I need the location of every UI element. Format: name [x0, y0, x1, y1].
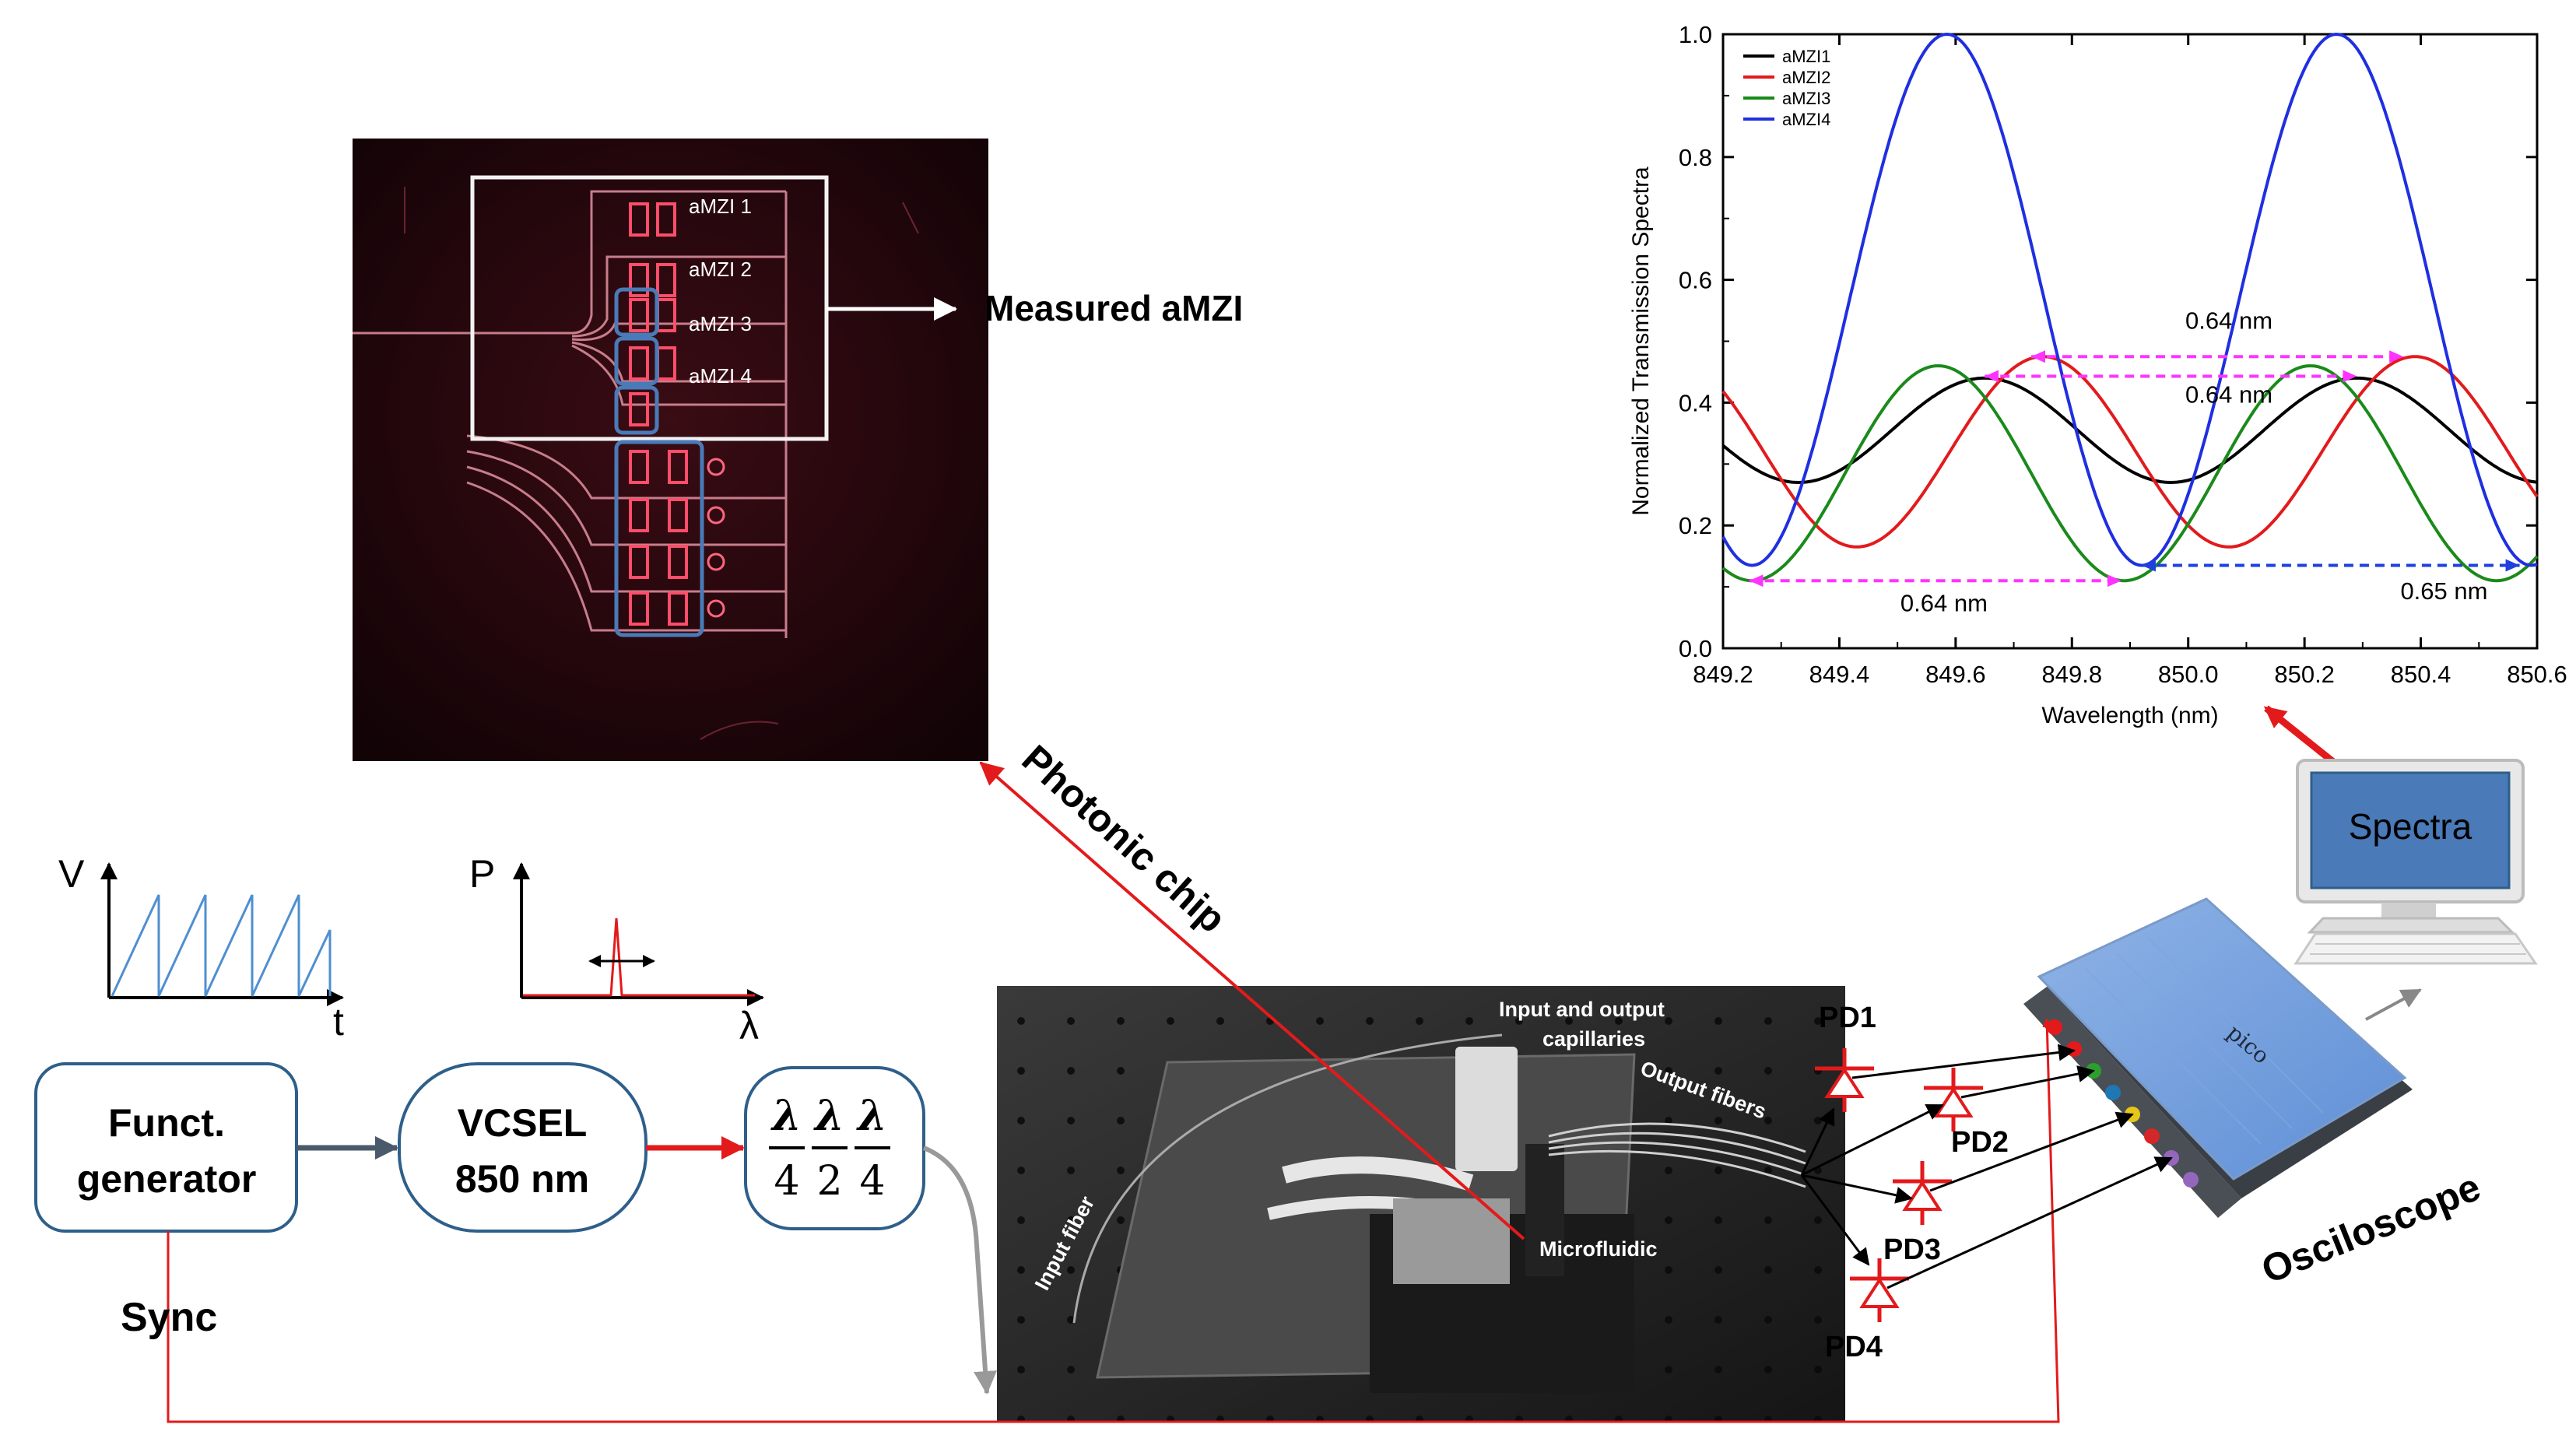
x-tick-label: 849.8: [2041, 661, 2102, 688]
fsr-annotation: 0.65 nm: [2400, 577, 2487, 605]
y-tick-label: 0.8: [1679, 144, 1712, 171]
vcsel-box: [398, 1062, 648, 1233]
svg-text:4: 4: [859, 1158, 885, 1205]
svg-text:P: P: [469, 852, 495, 896]
amzi1-label: aMZI 1: [689, 195, 752, 218]
function-generator-box: [34, 1062, 298, 1233]
chip-location-arrow: [979, 761, 1525, 1240]
series-line-aMZI3: [1721, 364, 2539, 583]
pd1-label: PD1: [1819, 1002, 1876, 1034]
funct-label-2: generator: [77, 1157, 257, 1201]
vcsel-label-1: VCSEL: [458, 1101, 588, 1145]
photodiode-triangle: [1933, 1086, 1974, 1117]
pd4-label: PD4: [1825, 1331, 1883, 1363]
x-axis-label: Wavelength (nm): [2041, 703, 2218, 728]
pd-to-scope-arrow: [1929, 1111, 2134, 1192]
funct-label-1: Funct.: [108, 1101, 225, 1145]
sync-label: Sync: [121, 1295, 217, 1340]
svg-text:V: V: [58, 852, 85, 896]
amzi2-label: aMZI 2: [689, 258, 752, 281]
photonic-chip-label: Photonic chip: [1014, 737, 1234, 942]
laser-spectrum-plot: P λ: [469, 852, 764, 1047]
legend-label: aMZI4: [1782, 110, 1830, 129]
series-line-aMZI4: [1721, 32, 2538, 567]
photodiodes: [1800, 1044, 2173, 1322]
x-tick-label: 850.4: [2391, 661, 2451, 688]
x-tick-label: 849.6: [1925, 661, 1986, 688]
svg-text:2: 2: [816, 1158, 842, 1205]
sync-line: [167, 1018, 2060, 1423]
transmission-chart: 849.2 849.4 849.6 849.8 850.0 850.2 850.4 850.6…: [1628, 21, 2567, 728]
pd-to-scope-arrow: [1851, 1044, 2076, 1079]
amzi3-label: aMZI 3: [689, 312, 752, 335]
x-tick-label: 850.6: [2507, 661, 2567, 688]
svg-text:4: 4: [774, 1158, 799, 1205]
x-tick-label: 849.4: [1809, 661, 1870, 688]
x-tick-label: 850.0: [2158, 661, 2219, 688]
svg-text:λ: λ: [813, 1090, 844, 1140]
svg-text:λ: λ: [739, 1004, 759, 1047]
fiber-to-pd-arrow: [1801, 1103, 1944, 1177]
pd2-label: PD2: [1951, 1126, 2009, 1159]
photonic-chip-micrograph: aMZI 1 aMZI 2 aMZI 3 aMZI 4: [353, 139, 988, 761]
series-line-aMZI1: [1721, 376, 2538, 485]
svg-text:λ: λ: [856, 1090, 887, 1140]
chart-legend: aMZI1 aMZI2 aMZI3 aMZI4: [1743, 47, 1830, 129]
vcsel-label-2: 850 nm: [455, 1157, 589, 1201]
setup-photo: Input and output capillaries Output fibe…: [997, 986, 1845, 1422]
legend-label: aMZI3: [1782, 89, 1830, 108]
y-axis-label: Normalized Transmission Spectra: [1628, 167, 1654, 516]
x-tick-label: 849.2: [1693, 661, 1753, 688]
svg-text:t: t: [333, 1000, 344, 1044]
capillaries-label-1: Input and output: [1499, 998, 1665, 1021]
capillaries-label-2: capillaries: [1542, 1027, 1645, 1051]
photodiode-triangle: [1824, 1067, 1865, 1098]
oscilloscope-label: Osciloscope: [2255, 1165, 2487, 1292]
legend-label: aMZI1: [1782, 47, 1830, 66]
fsr-annotation: 0.64 nm: [2185, 381, 2272, 408]
pd-to-scope-arrow: [1960, 1065, 2095, 1099]
fsr-annotation: 0.64 nm: [2185, 307, 2272, 335]
pd3-label: PD3: [1883, 1233, 1941, 1266]
plot-area: [1721, 33, 2539, 650]
legend-label: aMZI2: [1782, 68, 1830, 87]
computer-icon: Spectra: [2293, 759, 2538, 965]
y-tick-label: 0.0: [1679, 635, 1712, 662]
y-tick-label: 1.0: [1679, 21, 1712, 48]
photodiode-triangle: [1902, 1180, 1943, 1211]
microfluidic-label: Microfluidic: [1539, 1237, 1658, 1261]
waveplate-to-chip-fiber: [922, 1146, 998, 1395]
photodiode-triangle: [1859, 1277, 1900, 1308]
waveplate-fractions: λ λ λ 4 2 4: [769, 1090, 890, 1205]
svg-text:λ: λ: [770, 1090, 802, 1140]
pd-to-scope-arrow: [1886, 1156, 2173, 1289]
fiber-to-pd-arrow: [1800, 1107, 1835, 1176]
fiber-to-pd-arrow: [1801, 1174, 1913, 1204]
x-tick-label: 850.2: [2274, 661, 2335, 688]
spectra-screen-label: Spectra: [2349, 806, 2472, 847]
scope-to-computer-arrow: [2365, 988, 2422, 1021]
oscilloscope-device: pico: [2023, 897, 2413, 1218]
y-tick-label: 0.2: [1679, 512, 1712, 539]
measured-amzi-label: Measured aMZI: [984, 288, 1243, 328]
fsr-annotation: 0.64 nm: [1900, 590, 1988, 617]
y-tick-label: 0.6: [1679, 267, 1712, 294]
y-tick-label: 0.4: [1679, 389, 1712, 416]
sawtooth-voltage-plot: V t: [58, 852, 344, 1044]
amzi4-label: aMZI 4: [689, 364, 752, 388]
fiber-to-pd-arrow: [1800, 1174, 1870, 1266]
